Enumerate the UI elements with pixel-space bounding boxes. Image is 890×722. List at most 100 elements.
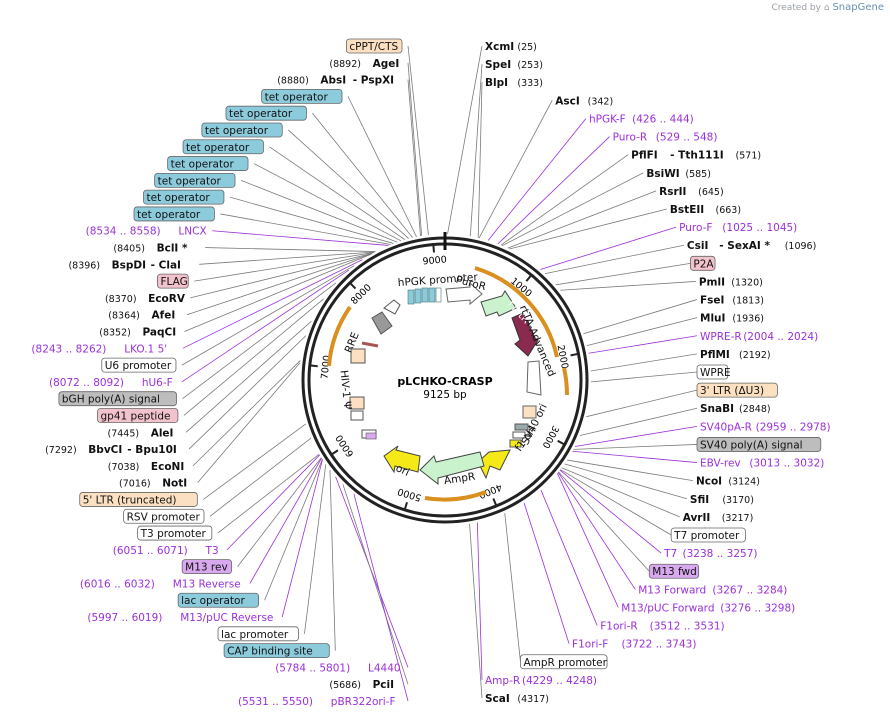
primer-label: F1ori-R — [600, 621, 637, 633]
primer-label: (3512 .. 3531) — [650, 621, 725, 633]
feature-label-box — [133, 206, 215, 222]
primer-label: Puro-R — [613, 132, 648, 144]
feature-label-box — [217, 626, 299, 642]
leader-line — [590, 371, 698, 383]
feature-arrows — [327, 266, 570, 502]
position-label: (2192) — [739, 350, 771, 361]
feature-label: tet operator — [147, 192, 211, 204]
enzyme-label: PflMI — [700, 349, 730, 361]
leader-line — [226, 454, 320, 551]
leader-line — [220, 213, 391, 245]
position-label: (8364) — [108, 311, 140, 322]
leader-line — [197, 362, 301, 483]
feature-label-box — [201, 122, 283, 138]
position-label: (3170) — [722, 495, 754, 506]
feature-label: M13 fwd — [652, 566, 697, 578]
tick-mark — [525, 274, 533, 282]
tick-label: 3000 — [540, 424, 561, 451]
feature-label: AmpR promoter — [523, 657, 607, 669]
feature-label: WPRE — [700, 367, 731, 379]
primer-label: pBR322ori-F — [331, 696, 396, 708]
leader-line — [329, 469, 336, 651]
leader-line — [509, 208, 668, 250]
leader-line — [212, 230, 389, 246]
feature-label-box — [696, 364, 729, 380]
feature-label: tet operator — [186, 142, 250, 154]
snapgene-credit: Created by ⌂ SnapGene — [771, 2, 884, 13]
sv40-polya-block — [514, 423, 529, 431]
leader-line — [194, 252, 374, 282]
inner-feature-label: ori — [394, 462, 411, 479]
primer-label: Puro-F — [679, 222, 712, 234]
bgh-arrow — [383, 299, 401, 315]
feature-label: lac promoter — [221, 629, 289, 641]
leader-line — [240, 179, 398, 243]
leader-line — [574, 425, 698, 447]
leader-line — [181, 269, 350, 383]
leader-line — [500, 154, 629, 246]
rre-thin — [361, 341, 379, 348]
enzyme-label: MluI — [700, 313, 725, 325]
enzyme-label: XcmI — [485, 41, 514, 53]
leader-line — [181, 265, 355, 366]
primer-label: LKO.1 5' — [124, 343, 167, 355]
feature-label: FLAG — [160, 276, 187, 288]
leader-line — [253, 163, 402, 242]
leader-line — [185, 320, 312, 433]
position-label: (7445) — [108, 428, 140, 439]
leader-line — [583, 299, 698, 335]
leader-line — [478, 100, 553, 239]
position-label: (342) — [588, 96, 614, 107]
tick-label: 4000 — [477, 481, 504, 500]
leader-line — [567, 459, 694, 482]
tick-mark — [492, 498, 498, 507]
feature-label-box — [181, 559, 232, 575]
wpre-block — [526, 360, 542, 396]
feature-label-box — [123, 508, 205, 524]
position-label: (7038) — [108, 462, 140, 473]
feature-label: T7 promoter — [673, 530, 740, 542]
primer-label: (5784 .. 5801) — [275, 662, 350, 674]
position-label: (8892) — [329, 59, 361, 70]
primer-label: (8243 .. 8262) — [31, 343, 106, 355]
leader-line — [209, 437, 312, 517]
snapgene-logo-icon: ⌂ — [823, 3, 830, 13]
enzyme-label: BstEII — [670, 204, 704, 216]
feature-label: SV40 poly(A) signal — [700, 439, 803, 451]
leader-line — [205, 247, 376, 252]
leader-line — [217, 453, 320, 534]
feature-label-box — [223, 643, 330, 659]
enzyme-label: RsrII — [659, 186, 686, 198]
leader-line — [540, 226, 677, 270]
position-label: (3124) — [728, 477, 760, 488]
primer-label: (5531 .. 5550) — [238, 696, 313, 708]
tick-mark — [432, 244, 435, 253]
f1-ori-block — [509, 439, 522, 448]
sv40-ori-block — [512, 431, 526, 439]
feature-label-box — [182, 139, 264, 155]
leader-line — [497, 136, 610, 245]
feature-label-box — [101, 357, 177, 373]
ltr3-block — [522, 405, 537, 419]
enzyme-label: EcoNI — [151, 461, 184, 473]
primer-label: (2959 .. 2978) — [756, 421, 831, 433]
leader-line — [182, 282, 337, 400]
primer-label: (8534 .. 8558) — [86, 226, 161, 238]
leader-line — [586, 389, 698, 418]
feature-label: RSV promoter — [127, 511, 201, 523]
enzyme-label: AleI — [151, 427, 174, 439]
enzyme-label: SfiI — [690, 494, 709, 506]
leader-line — [523, 502, 570, 644]
leader-line — [447, 45, 483, 235]
feature-label: tet operator — [158, 175, 222, 187]
primer-label: hU6-F — [142, 377, 173, 389]
leader-line — [469, 523, 483, 699]
feature-label-box — [58, 391, 177, 407]
tet-operator-blocks — [407, 287, 442, 305]
rsv-block — [350, 410, 364, 421]
enzyme-label: BspDI — [112, 259, 146, 271]
primer-label: M13/pUC Reverse — [180, 612, 273, 624]
leader-line — [281, 459, 323, 618]
tick-mark — [403, 501, 408, 511]
